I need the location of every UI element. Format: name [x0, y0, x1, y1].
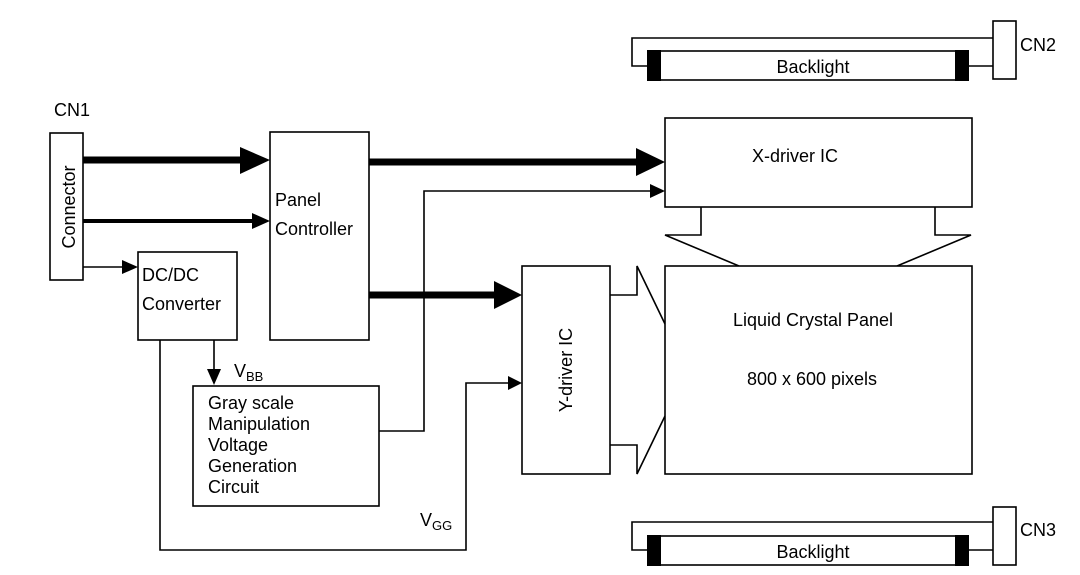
connector-label: Connector	[59, 165, 79, 248]
panel-controller-label-line1: Panel	[275, 190, 321, 210]
backlight-bottom-label: Backlight	[776, 542, 849, 562]
grayscale-circuit-block	[192, 385, 380, 507]
grayscale-label-line3: Voltage	[208, 435, 268, 455]
lcd-resolution-label: 800 x 600 pixels	[747, 369, 877, 389]
ydriver-funnel-bottom	[610, 415, 666, 475]
backlight-bottom-wire-left	[631, 521, 993, 551]
lcd-panel-label: Liquid Crystal Panel	[733, 310, 893, 330]
backlight-bottom-left-electrode	[647, 535, 661, 566]
panel-controller-label-line2: Controller	[275, 219, 353, 239]
dcdc-label-line1: DC/DC	[142, 265, 199, 285]
grayscale-label-line5: Circuit	[208, 477, 259, 497]
arrowhead-connector-to-controller-bus	[240, 147, 270, 174]
backlight-top-label: Backlight	[776, 57, 849, 77]
vbb-subscript: BB	[246, 369, 263, 384]
xdriver-funnel-right	[896, 207, 972, 267]
grayscale-label-line1: Gray scale	[208, 393, 294, 413]
cn1-connector-block	[49, 132, 84, 281]
backlight-top-wire-left	[631, 37, 993, 67]
cn2-label: CN2	[1020, 35, 1056, 55]
backlight-top-group: Backlight CN2	[631, 20, 1056, 81]
arrowhead-connector-to-dcdc	[122, 260, 138, 274]
cn3-label: CN3	[1020, 520, 1056, 540]
x-driver-label: X-driver IC	[752, 146, 838, 166]
vbb-label: VBB	[234, 361, 263, 384]
lcd-panel-block	[664, 265, 973, 475]
backlight-top-right-electrode	[955, 50, 969, 81]
backlight-bottom-tube	[647, 535, 969, 566]
dcdc-label-line2: Converter	[142, 294, 221, 314]
grayscale-label-line4: Generation	[208, 456, 297, 476]
xdriver-funnel-left	[664, 207, 740, 267]
line-vgg	[159, 340, 510, 551]
cn1-label: CN1	[54, 100, 90, 120]
line-grayscale-to-xdriver	[379, 190, 652, 432]
panel-controller-block	[269, 131, 370, 341]
vgg-subscript: GG	[432, 518, 452, 533]
arrowhead-controller-to-xdriver	[636, 148, 665, 176]
ydriver-funnel-top	[610, 265, 666, 325]
grayscale-label-line2: Manipulation	[208, 414, 310, 434]
backlight-bottom-group: Backlight CN3	[631, 506, 1056, 566]
arrowhead-controller-to-ydriver	[494, 281, 522, 309]
cn3-connector-block	[992, 506, 1017, 566]
arrowhead-vbb	[207, 369, 221, 385]
backlight-top-left-electrode	[647, 50, 661, 81]
cn2-connector-block	[992, 20, 1017, 80]
y-driver-ic-block	[521, 265, 611, 475]
arrowhead-vgg	[508, 376, 522, 390]
dcdc-converter-block	[137, 251, 238, 341]
vgg-label: VGG	[420, 510, 452, 533]
arrowhead-grayscale-to-xdriver	[650, 184, 665, 198]
backlight-bottom-right-electrode	[955, 535, 969, 566]
x-driver-ic-block	[664, 117, 973, 208]
arrowhead-connector-to-controller	[252, 213, 270, 229]
y-driver-label: Y-driver IC	[556, 328, 576, 412]
vgg-main: V	[420, 510, 432, 530]
vbb-main: V	[234, 361, 246, 381]
